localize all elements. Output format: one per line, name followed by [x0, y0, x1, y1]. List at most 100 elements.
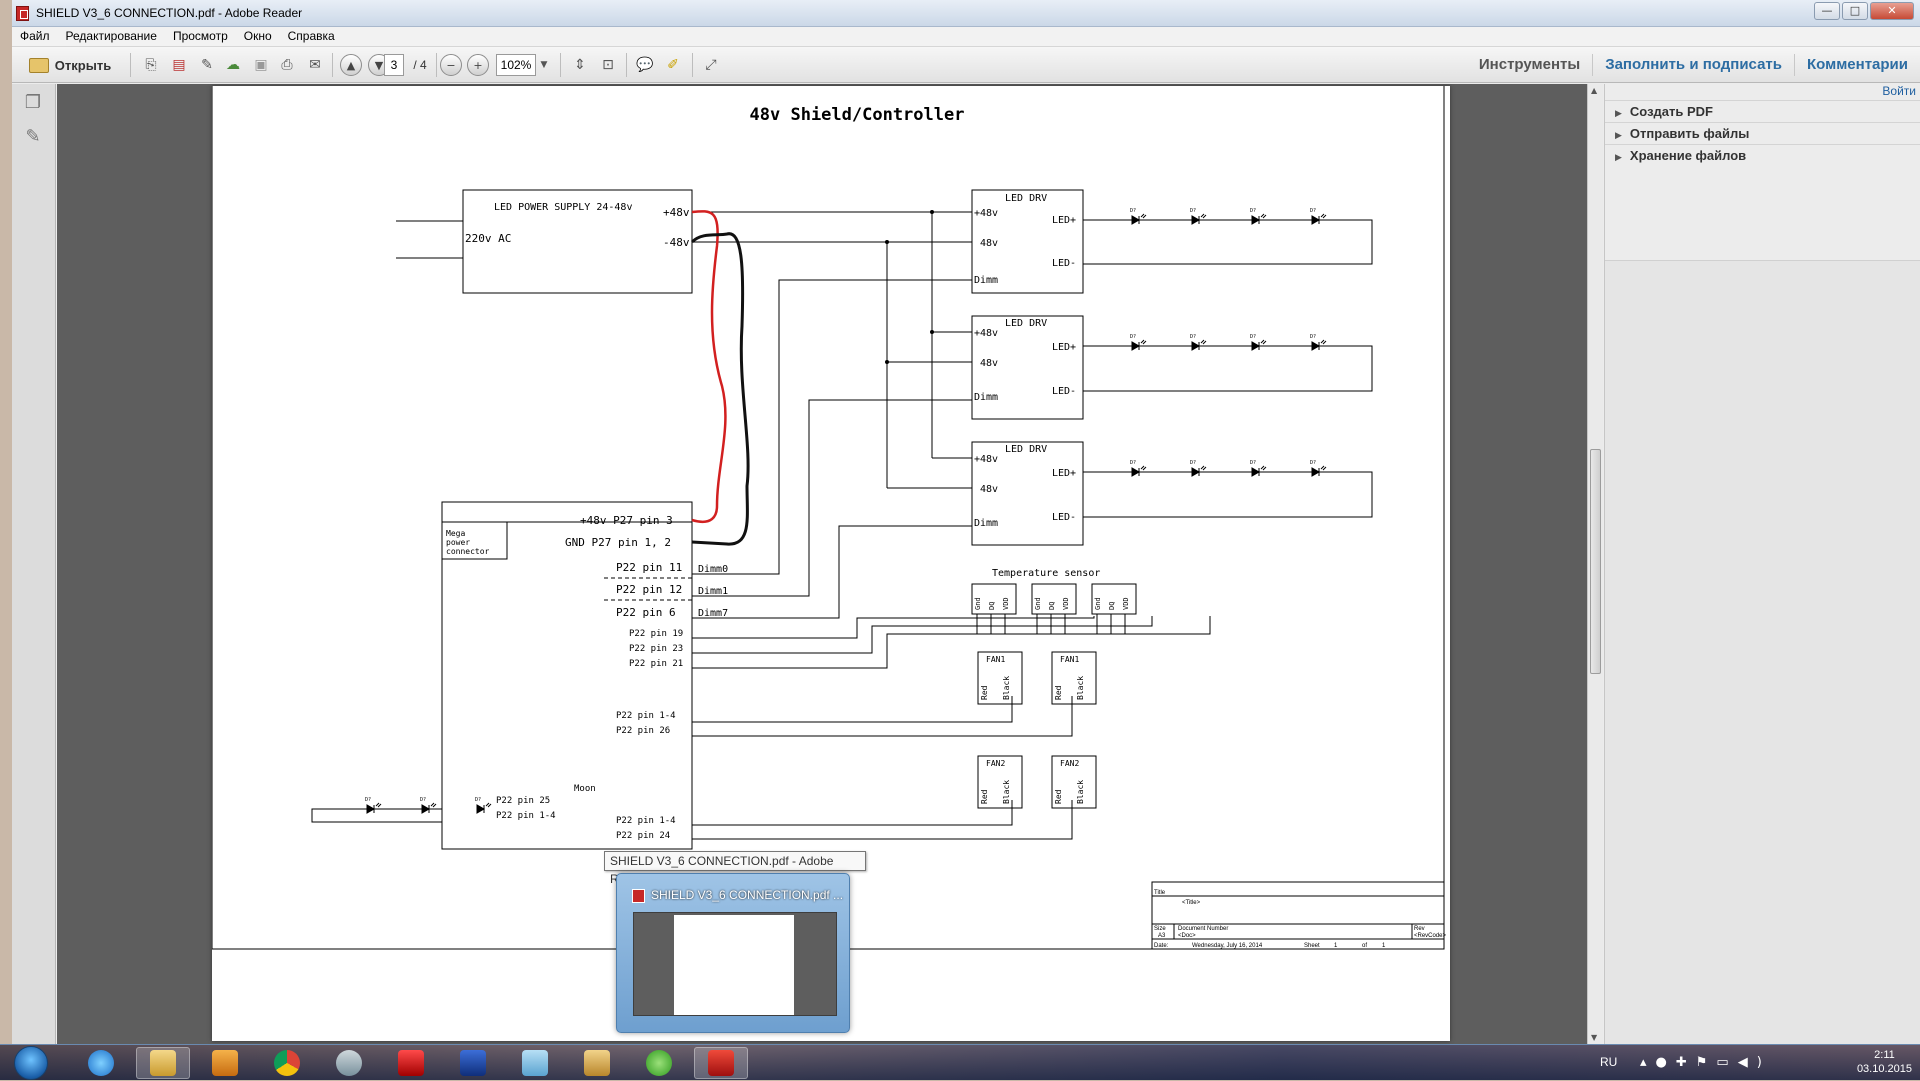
toolbar: Открыть ⎘ ▤ ✎ ☁ ▣ ⎙ ✉ ▲ ▼ 3 / 4 − + 102%…	[12, 47, 1920, 83]
svg-text:P22 pin 23: P22 pin 23	[629, 644, 683, 654]
svg-text:D?: D?	[1190, 460, 1196, 466]
menu-view[interactable]: Просмотр	[172, 29, 228, 43]
svg-text:Gnd: Gnd	[974, 597, 982, 610]
fit-page-icon[interactable]: ⊡	[602, 57, 614, 73]
archive-icon[interactable]	[570, 1047, 624, 1079]
zoom-in-button[interactable]: +	[466, 53, 490, 77]
page-number-input[interactable]: 3	[384, 54, 404, 76]
adobe-reader-taskbar-icon[interactable]	[694, 1047, 748, 1079]
login-link[interactable]: Войти	[1882, 84, 1916, 98]
svg-text:<RevCode>: <RevCode>	[1414, 933, 1447, 939]
language-indicator[interactable]: RU	[1600, 1055, 1618, 1069]
tray-icons[interactable]: ▴●✚⚑▭◀)	[1640, 1055, 1771, 1070]
cvavr-icon[interactable]	[384, 1047, 438, 1079]
svg-text:LED DRV: LED DRV	[1005, 193, 1047, 204]
svg-text:Size: Size	[1154, 926, 1166, 932]
windows-taskbar: RU ▴●✚⚑▭◀) 2:11 03.10.2015	[0, 1044, 1920, 1080]
scroll-up-arrow-icon[interactable]: ▲	[1591, 86, 1598, 95]
svg-text:D?: D?	[1310, 460, 1316, 466]
maximize-button[interactable]: □	[1842, 2, 1868, 20]
mail-agent-icon[interactable]	[632, 1047, 686, 1079]
comments-link[interactable]: Комментарии	[1793, 54, 1920, 76]
notes-icon[interactable]	[508, 1047, 562, 1079]
scroll-mode-icon[interactable]: ⇕	[574, 57, 586, 73]
menu-help[interactable]: Справка	[287, 29, 335, 43]
upload-icon[interactable]: ☁	[226, 57, 240, 73]
prev-page-button[interactable]: ▲	[338, 53, 364, 77]
start-button[interactable]	[14, 1046, 48, 1080]
svg-text:P22 pin 6: P22 pin 6	[616, 606, 676, 619]
app-tool-icon[interactable]	[322, 1047, 376, 1079]
attachments-icon[interactable]: ✎	[25, 126, 41, 147]
edit-icon[interactable]: ✎	[201, 57, 213, 73]
svg-text:LED+: LED+	[1052, 215, 1076, 226]
menu-window[interactable]: Окно	[243, 29, 272, 43]
clock[interactable]: 2:11 03.10.2015	[1857, 1048, 1912, 1076]
highlight-icon[interactable]: ✐	[667, 57, 679, 73]
create-pdf-icon[interactable]: ⎘	[145, 57, 157, 73]
title-bar[interactable]: SHIELD V3_6 CONNECTION.pdf - Adobe Reade…	[12, 0, 1920, 27]
save-icon[interactable]: ▣	[254, 57, 268, 73]
file-explorer-icon[interactable]	[136, 1047, 190, 1079]
svg-text:P22 pin 1-4: P22 pin 1-4	[616, 711, 676, 721]
menu-edit[interactable]: Редактирование	[65, 29, 157, 43]
file-storage-section[interactable]: ▶Хранение файлов	[1605, 144, 1920, 166]
taskbar-thumbnail-preview[interactable]: SHIELD V3_6 CONNECTION.pdf ...	[616, 873, 850, 1033]
svg-text:Dimm: Dimm	[974, 518, 998, 529]
svg-text:48v: 48v	[980, 358, 998, 369]
led-diode: D?	[1250, 334, 1267, 351]
print-icon[interactable]: ⎙	[281, 57, 293, 73]
system-tray: RU ▴●✚⚑▭◀) 2:11 03.10.2015	[1600, 1045, 1920, 1081]
led-diode: D?	[1190, 460, 1207, 477]
chrome-icon[interactable]	[260, 1047, 314, 1079]
expand-icon[interactable]: ⤢	[705, 57, 717, 73]
zoom-input[interactable]: 102%	[496, 54, 536, 76]
svg-text:LED-: LED-	[1052, 258, 1076, 269]
svg-text:A3: A3	[1158, 933, 1166, 939]
led-diode: D?	[1130, 460, 1147, 477]
thumbnail-title: SHIELD V3_6 CONNECTION.pdf ...	[651, 888, 844, 902]
svg-text:Wednesday, July 16, 2014: Wednesday, July 16, 2014	[1192, 943, 1263, 949]
led-diode: D?	[1250, 460, 1267, 477]
svg-text:Dimm0: Dimm0	[698, 564, 728, 575]
svg-text:+48v: +48v	[974, 328, 998, 339]
fill-sign-link[interactable]: Заполнить и подписать	[1592, 54, 1794, 76]
svg-text:power: power	[446, 538, 470, 547]
page-total: / 4	[413, 58, 427, 72]
create-pdf-section[interactable]: ▶Создать PDF	[1605, 100, 1920, 122]
menu-file[interactable]: Файл	[20, 29, 50, 43]
internet-explorer-icon[interactable]	[74, 1047, 128, 1079]
svg-text:Red: Red	[1054, 685, 1063, 700]
page-thumbnails-icon[interactable]: ❐	[24, 92, 42, 113]
svg-text:Date:: Date:	[1154, 943, 1169, 949]
menu-bar: Файл Редактирование Просмотр Окно Справк…	[12, 27, 1920, 47]
svg-text:D?: D?	[1250, 208, 1256, 214]
svg-text:D?: D?	[1310, 334, 1316, 340]
scroll-down-arrow-icon[interactable]: ▼	[1591, 1033, 1598, 1042]
minimize-button[interactable]: —	[1814, 2, 1840, 20]
tools-link[interactable]: Инструменты	[1478, 56, 1581, 73]
svg-text:Red: Red	[980, 685, 989, 700]
led-diode: D?	[1250, 208, 1267, 225]
send-files-section[interactable]: ▶Отправить файлы	[1605, 122, 1920, 144]
svg-text:+48v: +48v	[974, 454, 998, 465]
scrollbar-thumb[interactable]	[1590, 449, 1601, 674]
zoom-out-button[interactable]: −	[439, 53, 463, 77]
vertical-scrollbar[interactable]: ▲ ▼	[1587, 84, 1603, 1044]
export-icon[interactable]: ▤	[172, 57, 186, 73]
comment-icon[interactable]: 💬	[636, 57, 654, 73]
svg-text:<Doc>: <Doc>	[1178, 933, 1196, 939]
svg-text:Black: Black	[1076, 780, 1085, 804]
svg-text:Title: Title	[1154, 890, 1166, 896]
svg-text:D?: D?	[1190, 334, 1196, 340]
zoom-dropdown-icon[interactable]: ▼	[540, 60, 548, 70]
close-button[interactable]: ✕	[1870, 2, 1914, 20]
isis-icon[interactable]	[446, 1047, 500, 1079]
window-title: SHIELD V3_6 CONNECTION.pdf - Adobe Reade…	[36, 6, 303, 20]
open-button[interactable]: Открыть	[20, 53, 120, 77]
media-player-icon[interactable]	[198, 1047, 252, 1079]
email-icon[interactable]: ✉	[309, 57, 321, 73]
svg-text:LED-: LED-	[1052, 512, 1076, 523]
